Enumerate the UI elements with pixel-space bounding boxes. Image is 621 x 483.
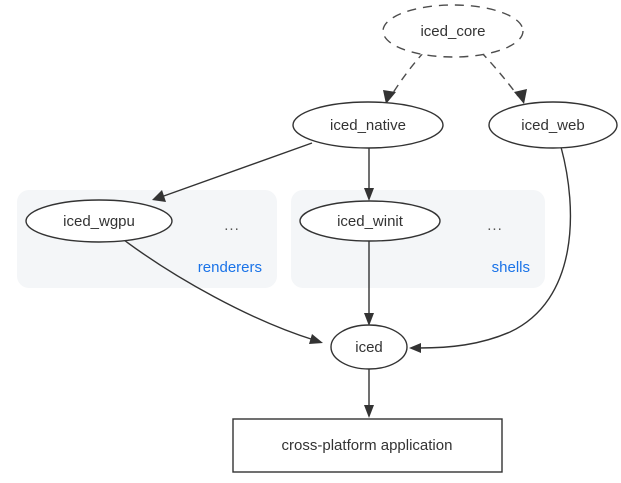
node-iced-web-label: iced_web — [521, 117, 584, 134]
node-iced[interactable]: iced — [330, 324, 408, 370]
cluster-shells-ellipsis: ... — [487, 217, 503, 234]
node-iced-wgpu-label: iced_wgpu — [63, 213, 135, 230]
edge-iced-to-application — [364, 369, 374, 418]
node-application-rect — [232, 418, 503, 473]
edge-iced_web-to-iced — [409, 146, 572, 353]
cluster-renderers-label: renderers — [198, 259, 262, 276]
node-iced-native[interactable]: iced_native — [292, 101, 444, 149]
node-iced-winit[interactable]: iced_winit — [299, 200, 441, 242]
node-iced-label: iced — [355, 339, 383, 356]
node-iced-web[interactable]: iced_web — [488, 101, 618, 149]
edge-iced_winit-to-iced — [364, 241, 374, 326]
node-application[interactable]: cross-platform application — [232, 418, 503, 473]
node-iced-winit-label: iced_winit — [337, 213, 404, 230]
node-application-label: cross-platform application — [282, 437, 453, 454]
edge-iced_native-to-iced_winit — [364, 148, 374, 201]
edge-iced_core-to-iced_native — [383, 51, 425, 104]
edge-iced_wgpu-to-iced — [123, 239, 323, 344]
cluster-shells-label: shells — [492, 259, 530, 276]
node-iced-core-label: iced_core — [420, 23, 485, 40]
node-iced-wgpu[interactable]: iced_wgpu — [25, 199, 173, 243]
node-iced-native-label: iced_native — [330, 117, 406, 134]
cluster-renderers-ellipsis: ... — [224, 217, 240, 234]
edge-iced_native-to-iced_wgpu — [152, 142, 313, 202]
edge-iced_core-to-iced_web — [480, 51, 527, 104]
node-iced-core[interactable]: iced_core — [382, 4, 524, 58]
